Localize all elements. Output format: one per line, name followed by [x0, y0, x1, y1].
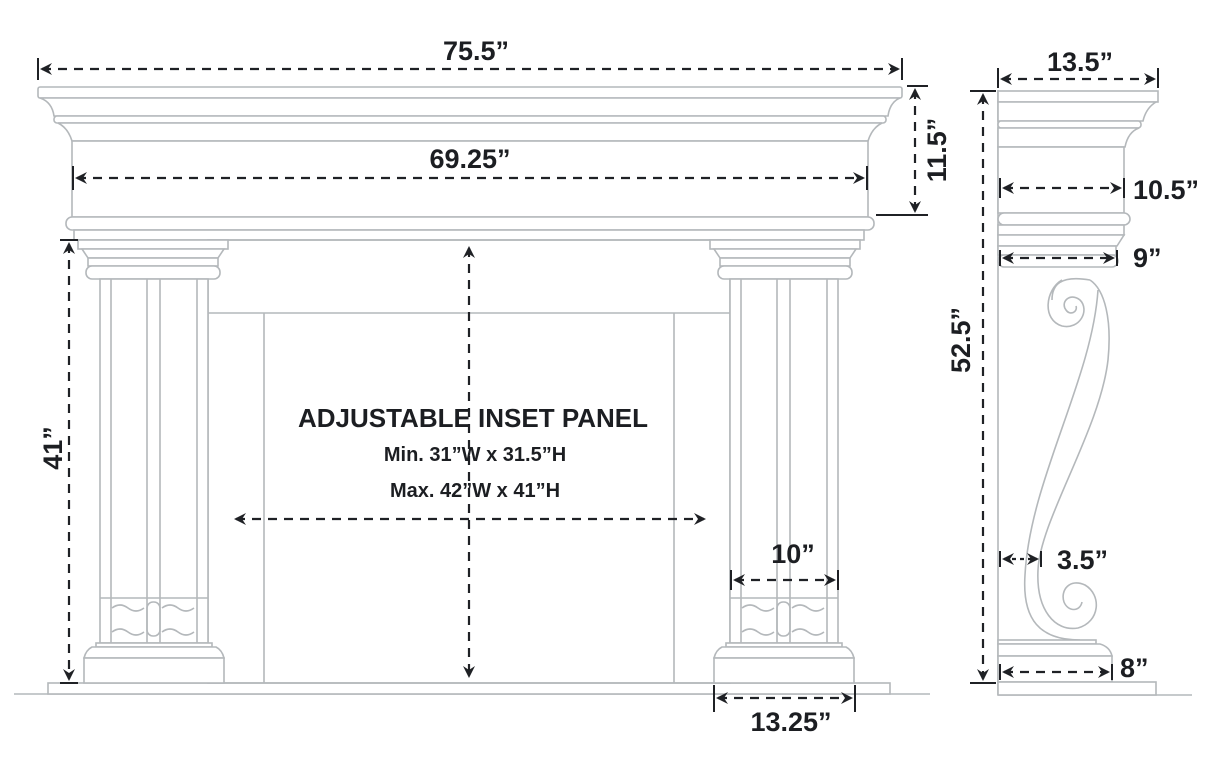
front-view [14, 58, 930, 712]
dim-scroll-depth [999, 551, 1042, 567]
dim-total-height [970, 90, 996, 684]
dim-shelf-depth [997, 68, 1159, 88]
dim-column-width [730, 570, 839, 590]
label-total-height: 52.5” [946, 307, 976, 373]
label-scroll-depth: 3.5” [1057, 545, 1108, 575]
label-overall-width: 75.5” [443, 36, 509, 66]
dim-plinth-width [713, 685, 856, 712]
hearth-base [47, 682, 891, 695]
label-plinth-width: 13.25” [750, 707, 831, 737]
side-view [970, 68, 1192, 696]
label-column-width: 10” [771, 539, 815, 569]
right-column [709, 239, 861, 684]
label-shelf-height: 11.5” [922, 118, 952, 183]
dim-frieze-width [72, 166, 868, 190]
inset-panel-title: ADJUSTABLE INSET PANEL [298, 403, 648, 433]
inset-panel-min: Min. 31”W x 31.5”H [384, 444, 566, 466]
dim-frieze-depth [999, 178, 1125, 198]
dim-base-depth [999, 664, 1113, 680]
dim-overall-width [37, 58, 903, 80]
label-leg-height: 41” [38, 426, 68, 470]
label-capital-depth: 9” [1133, 243, 1162, 273]
label-base-depth: 8” [1120, 653, 1149, 683]
label-frieze-depth: 10.5” [1133, 175, 1199, 205]
inset-panel-max: Max. 42”W x 41”H [390, 480, 560, 502]
scroll-bracket [1023, 278, 1110, 641]
dim-shelf-height [876, 85, 928, 216]
left-column [77, 239, 229, 684]
label-shelf-depth: 13.5” [1047, 47, 1113, 77]
dim-capital-depth [999, 250, 1118, 266]
label-frieze-width: 69.25” [429, 144, 510, 174]
dim-leg-height [60, 239, 78, 684]
